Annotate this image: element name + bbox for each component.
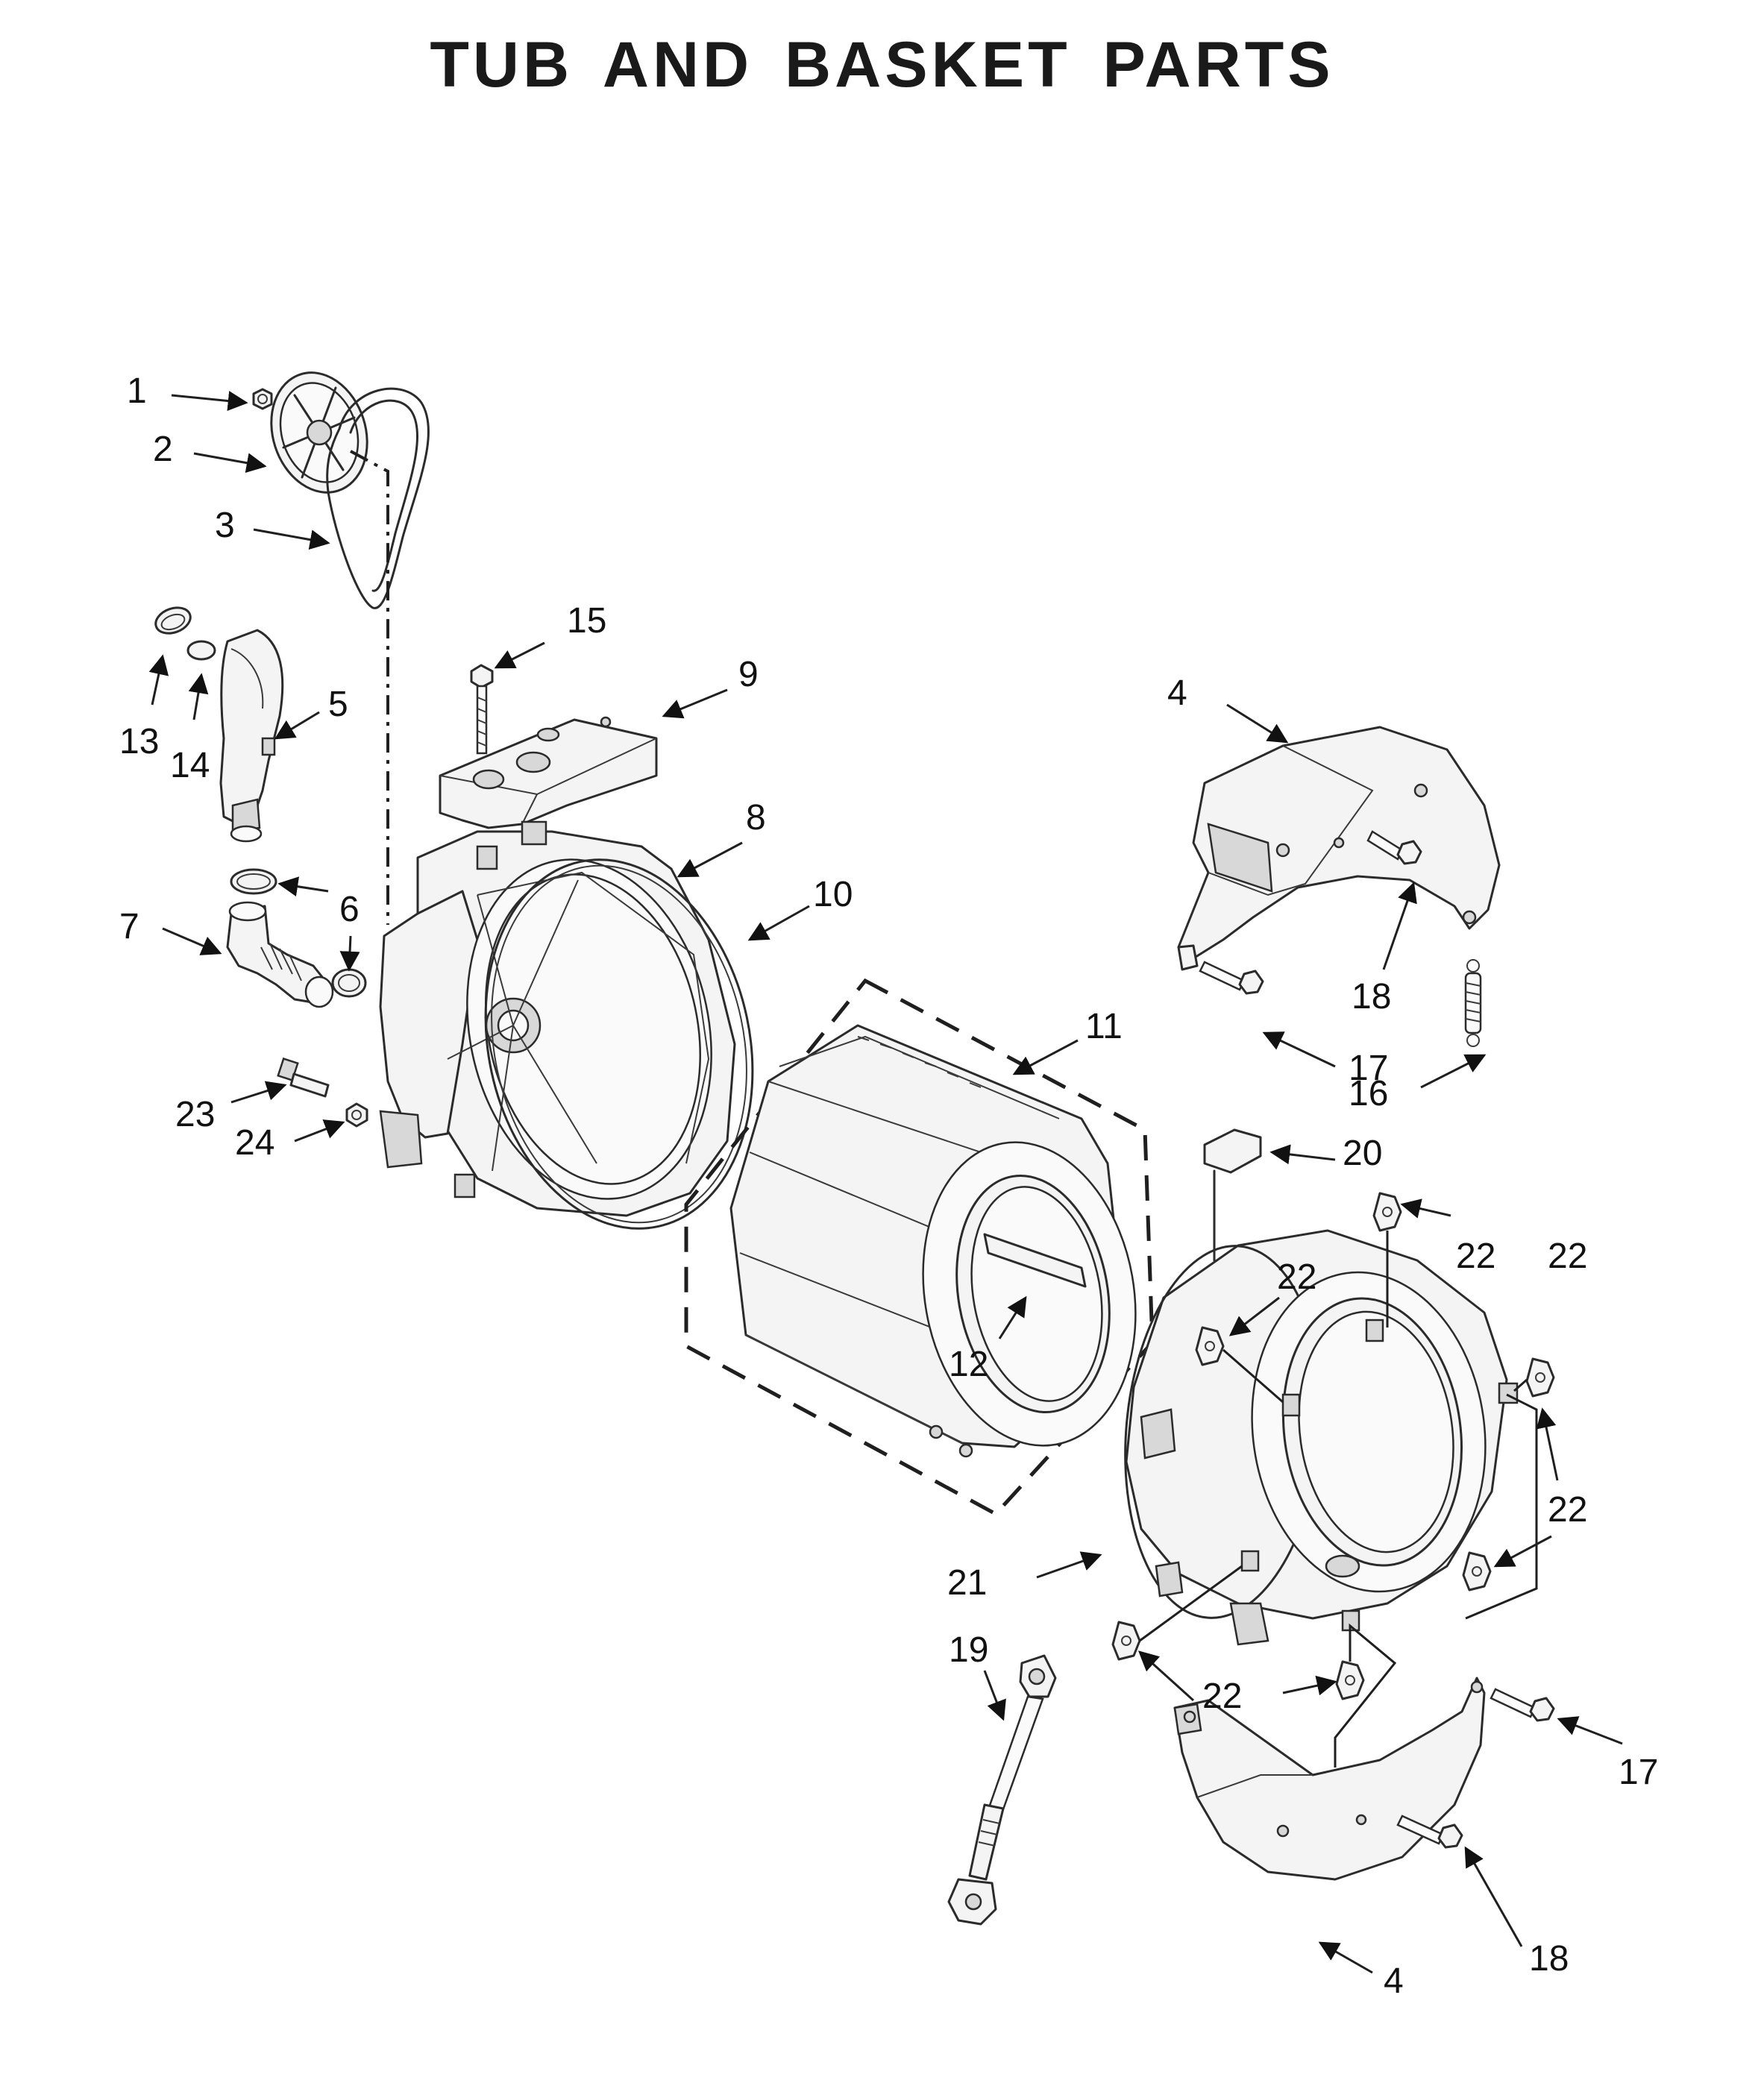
- callout-11: 11: [1085, 1007, 1123, 1046]
- callout-22-d: 22: [1202, 1677, 1242, 1716]
- part-17-bolt-upper[interactable]: [1199, 961, 1264, 995]
- callout-9: 9: [738, 655, 759, 694]
- part-18-bolt-lower[interactable]: [1396, 1814, 1463, 1849]
- callout-6: 6: [339, 890, 360, 929]
- callout-5: 5: [328, 685, 348, 724]
- callout-labels: 1 2 3 4 5 6 7 8 9 10 11 12 13 14 15 16 1…: [119, 371, 1658, 2001]
- part-5-inlet-hose[interactable]: [219, 629, 284, 843]
- callout-8: 8: [746, 798, 766, 838]
- callout-12: 12: [949, 1345, 988, 1384]
- callout-18-upper: 18: [1352, 977, 1391, 1017]
- callout-19: 19: [949, 1630, 988, 1670]
- damper-gasket-e: [1111, 1621, 1141, 1661]
- part-24-nut[interactable]: [345, 1102, 368, 1128]
- part-23-bolt[interactable]: [277, 1057, 330, 1098]
- part-14-check-ball[interactable]: [186, 640, 216, 661]
- part-17-bolt-lower[interactable]: [1490, 1688, 1555, 1722]
- callout-2: 2: [153, 430, 173, 469]
- part-7-tub-to-pump-hose[interactable]: [226, 901, 334, 1008]
- callout-15: 15: [567, 601, 606, 641]
- page-title: TUB AND BASKET PARTS: [430, 29, 1334, 101]
- callout-16: 16: [1349, 1074, 1388, 1113]
- part-22-damper-gaskets[interactable]: [1111, 1192, 1555, 1700]
- damper-connection-lines: [1139, 1231, 1538, 1768]
- part-1-nut[interactable]: [252, 388, 273, 410]
- callout-22-e: 22: [1548, 1490, 1587, 1530]
- basket-drum[interactable]: [729, 1024, 1158, 1462]
- part-3-drive-belt[interactable]: [326, 387, 430, 609]
- callout-4-upper: 4: [1167, 673, 1187, 713]
- part-11-basket-group-outline: [684, 978, 1155, 1517]
- damper-gasket-c: [1525, 1357, 1555, 1398]
- callout-21: 21: [947, 1563, 987, 1603]
- callout-14: 14: [170, 746, 210, 785]
- damper-gasket-f: [1335, 1660, 1365, 1700]
- callout-17-upper: 17: [1349, 1049, 1388, 1088]
- callout-7: 7: [119, 907, 139, 946]
- damper-gasket-d: [1462, 1551, 1492, 1592]
- part-13-hose-clamp[interactable]: [152, 603, 194, 638]
- callout-24: 24: [235, 1123, 274, 1163]
- part-19-shock-absorber[interactable]: [947, 1654, 1057, 1926]
- part-9-counterweight[interactable]: [439, 716, 658, 829]
- damper-gasket-a: [1372, 1192, 1402, 1232]
- part-10-tub-seal[interactable]: [453, 835, 785, 1254]
- callout-22-c: 22: [1548, 1237, 1587, 1276]
- callout-20: 20: [1343, 1134, 1382, 1173]
- callout-leaders: [148, 391, 1623, 1974]
- part-20-bracket[interactable]: [1203, 1128, 1262, 1262]
- callout-3: 3: [215, 506, 235, 545]
- part-21-front-tub[interactable]: [1111, 1229, 1519, 1646]
- callout-22-a: 22: [1456, 1237, 1495, 1276]
- callout-18-lower: 18: [1529, 1939, 1569, 1979]
- callout-4-lower: 4: [1384, 1961, 1404, 2001]
- part-16-suspension-spring[interactable]: [1464, 959, 1482, 1047]
- part-4-upper-counterweight[interactable]: [1177, 726, 1501, 971]
- assembly-axis-line: [350, 450, 389, 925]
- damper-gasket-b: [1195, 1326, 1225, 1366]
- callout-17-lower: 17: [1619, 1753, 1658, 1792]
- part-8-rear-tub[interactable]: [379, 820, 741, 1222]
- callout-13: 13: [119, 722, 159, 761]
- part-18-bolt-upper[interactable]: [1366, 830, 1422, 865]
- part-6-hose-clamps[interactable]: [230, 868, 367, 998]
- callout-1: 1: [127, 371, 147, 411]
- callout-23: 23: [175, 1095, 215, 1134]
- part-12-basket-baffle[interactable]: [983, 1233, 1087, 1288]
- part-15-screw[interactable]: [470, 664, 494, 755]
- callout-22-b: 22: [1277, 1257, 1316, 1297]
- part-2-drive-pulley[interactable]: [257, 360, 383, 505]
- callout-10: 10: [813, 875, 853, 914]
